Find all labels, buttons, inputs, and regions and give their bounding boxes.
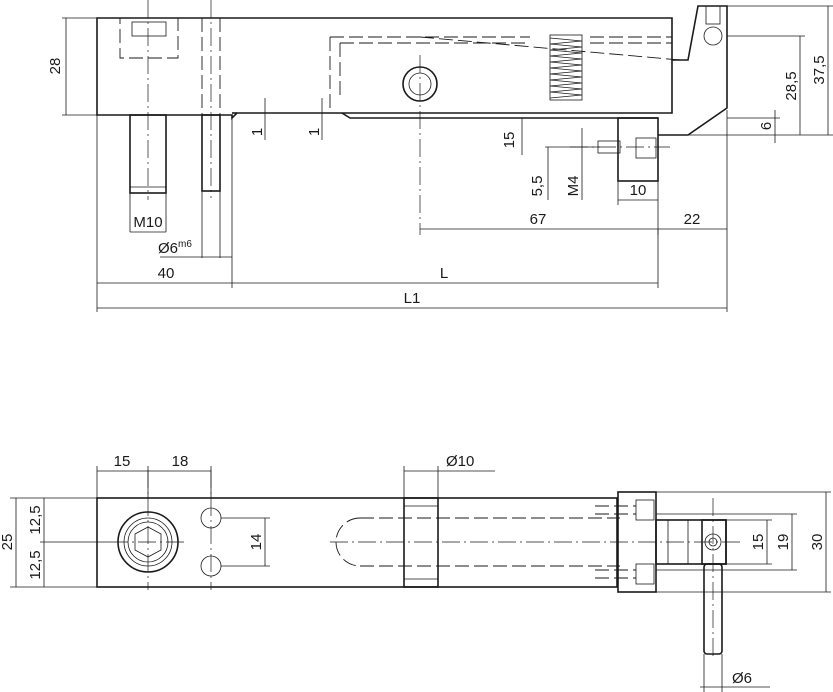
- dim-top-12-5-a: 12,5: [27, 505, 44, 534]
- dim-top-15: 15: [114, 453, 131, 470]
- dim-28-5: 28,5: [783, 71, 800, 100]
- dim-m10: M10: [133, 214, 162, 231]
- dim-28: 28: [47, 58, 64, 75]
- dim-top-dia6: Ø6: [732, 670, 752, 687]
- dim-5-5: 5,5: [529, 176, 546, 197]
- lever-arm: [658, 5, 728, 136]
- pivot-pin: [403, 497, 439, 588]
- stop-block: [617, 117, 659, 182]
- dim-dowel-diameter: Ø6m6: [158, 239, 192, 257]
- dim-m4: M4: [565, 176, 582, 197]
- dim-15: 15: [501, 132, 518, 149]
- dim-top-dia10: Ø10: [446, 453, 474, 470]
- lever-set-screw: [705, 5, 721, 25]
- dim-37-5: 37,5: [811, 55, 828, 84]
- dim-40: 40: [158, 265, 175, 282]
- dim-top-15b: 15: [750, 534, 767, 551]
- top-view: 15 18 Ø10 25 12,5 12,5 14 15 19: [0, 453, 831, 692]
- dim-l: L: [440, 265, 448, 282]
- dim-1-b: 1: [306, 128, 323, 136]
- spring: [549, 34, 583, 101]
- dim-top-19: 19: [775, 534, 792, 551]
- dim-top-12-5-b: 12,5: [27, 550, 44, 579]
- dim-top-18: 18: [172, 453, 189, 470]
- lever-pivot-hole: [703, 26, 723, 46]
- dim-top-25: 25: [0, 534, 16, 551]
- dim-6: 6: [758, 122, 775, 130]
- side-view: 28 1 1 15 5,5 M4 10 67 22 6: [47, 0, 833, 312]
- main-body: [96, 17, 673, 120]
- dim-l1: L1: [404, 290, 421, 307]
- bar-body: [96, 497, 618, 588]
- dim-1-a: 1: [249, 128, 266, 136]
- dim-10: 10: [630, 182, 647, 199]
- dim-top-14: 14: [248, 534, 265, 551]
- dim-67: 67: [530, 211, 547, 228]
- dim-top-30: 30: [809, 534, 826, 551]
- dim-22: 22: [684, 211, 701, 228]
